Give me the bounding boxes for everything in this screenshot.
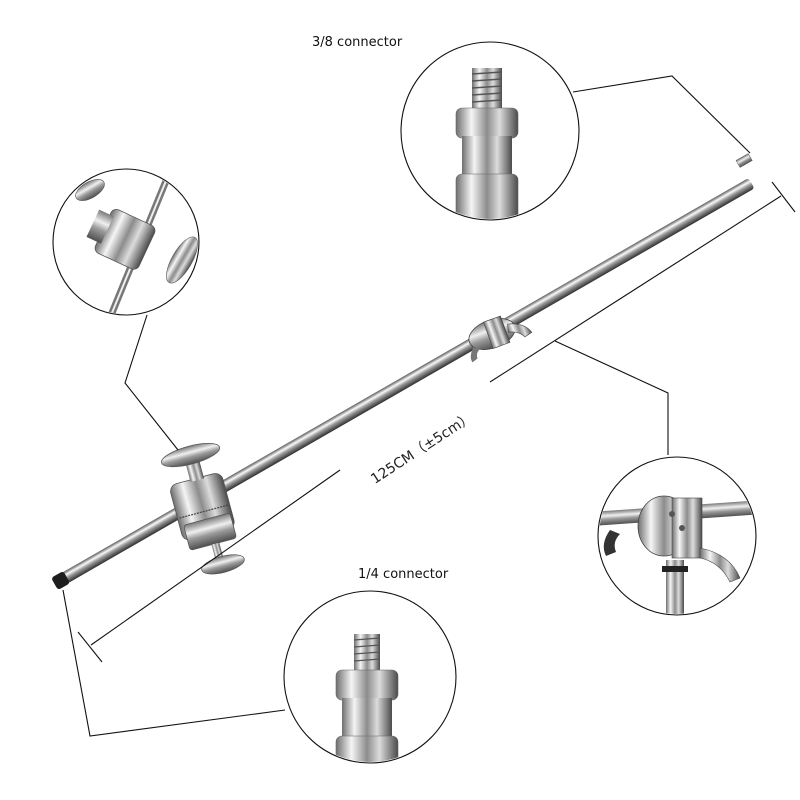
callout-grip-head: [52, 168, 200, 316]
callout-connector-3-8: [400, 41, 580, 221]
boom-rod: [52, 179, 754, 589]
leader-lines: [62, 75, 796, 737]
label-1-4-connector: 1/4 connector: [358, 567, 449, 582]
callout-swivel-clamp: [597, 456, 757, 616]
label-3-8-connector: 3/8 connector: [312, 35, 403, 50]
rod-tip: [735, 153, 753, 168]
swivel-clamp: [468, 315, 533, 363]
callout-connector-1-4: [283, 590, 457, 764]
